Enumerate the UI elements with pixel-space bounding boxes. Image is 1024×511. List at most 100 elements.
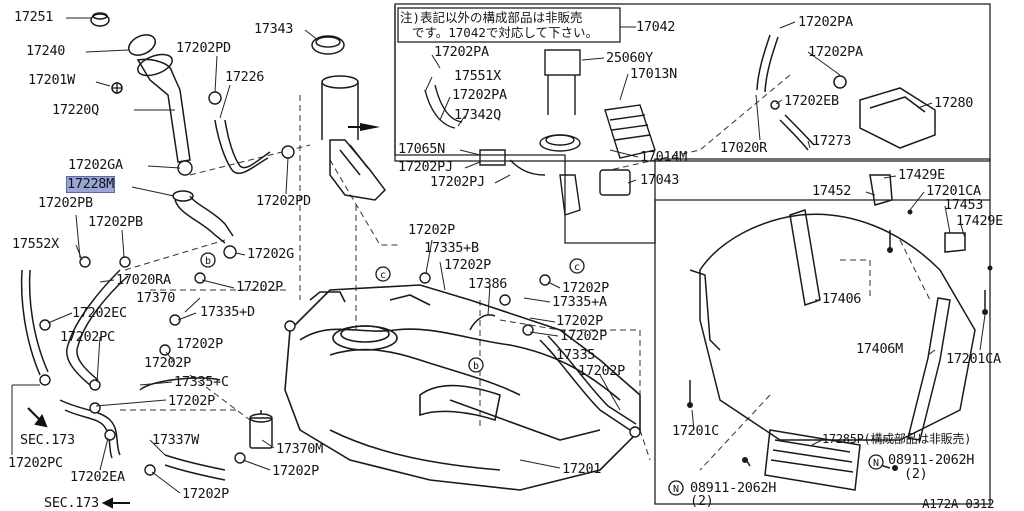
filler-neck-assembly — [90, 12, 191, 163]
label-17220q[interactable]: 17220Q — [52, 102, 99, 118]
label-17065n[interactable]: 17065N — [398, 141, 445, 157]
marker-n-right-text: N — [873, 458, 879, 469]
label-17240[interactable]: 17240 — [26, 43, 66, 59]
label-17042[interactable]: 17042 — [636, 19, 676, 35]
vent-tube-17020ra — [65, 269, 121, 386]
label-17226[interactable]: 17226 — [225, 69, 265, 85]
label-17202pb-left[interactable]: 17202PB — [38, 195, 93, 211]
label-17201c[interactable]: 17201C — [672, 423, 719, 439]
marker-b-left-text: b — [205, 256, 211, 267]
label-17202p-8[interactable]: 17202P — [444, 257, 491, 273]
marker-b-left — [200, 252, 216, 268]
label-25060y[interactable]: 25060Y — [606, 50, 653, 66]
label-17429e-right[interactable]: 17429E — [956, 213, 1003, 229]
label-17453[interactable]: 17453 — [944, 197, 984, 213]
label-17202pc-1[interactable]: 17202PC — [60, 329, 115, 345]
arrow-to-inset — [360, 123, 380, 131]
label-17273[interactable]: 17273 — [812, 133, 852, 149]
label-17335d[interactable]: 17335+D — [200, 304, 255, 320]
breather-hose-17226 — [214, 119, 269, 175]
label-17337w[interactable]: 17337W — [152, 432, 199, 448]
label-17285p[interactable]: 17285P(構成部品は非販売) — [822, 432, 971, 446]
label-17429e-top[interactable]: 17429E — [898, 167, 945, 183]
label-17202p-11[interactable]: 17202P — [560, 328, 607, 344]
label-17228m[interactable]: 17228M — [66, 176, 115, 193]
label-17202p-3[interactable]: 17202P — [144, 355, 191, 371]
label-17335a[interactable]: 17335+A — [552, 294, 607, 310]
label-17202pj-1[interactable]: 17202PJ — [398, 159, 453, 175]
label-17551x[interactable]: 17551X — [454, 68, 501, 84]
fuel-filter-17370m — [249, 410, 273, 449]
label-17343[interactable]: 17343 — [254, 21, 294, 37]
label-17202p-9[interactable]: 17202P — [562, 280, 609, 296]
label-17202p-4[interactable]: 17202P — [168, 393, 215, 409]
label-17202pd-mid[interactable]: 17202PD — [256, 193, 311, 209]
label-17202p-1[interactable]: 17202P — [236, 279, 283, 295]
label-17370[interactable]: 17370 — [136, 290, 176, 306]
label-17201w[interactable]: 17201W — [28, 72, 75, 88]
marker-n-left — [668, 480, 684, 496]
label-17370m[interactable]: 17370M — [276, 441, 323, 457]
label-17452[interactable]: 17452 — [812, 183, 852, 199]
label-17202eb[interactable]: 17202EB — [784, 93, 839, 109]
label-17202pa-1[interactable]: 17202PA — [434, 44, 489, 60]
label-17406m[interactable]: 17406M — [856, 341, 903, 357]
label-17202p-2[interactable]: 17202P — [176, 336, 223, 352]
label-17020r[interactable]: 17020R — [720, 140, 767, 156]
figure-code: A172A 0312 — [922, 496, 995, 511]
filler-hose-17228m — [174, 199, 226, 244]
marker-c-tank — [375, 266, 391, 282]
label-17014m[interactable]: 17014M — [640, 149, 687, 165]
label-17201ca-right[interactable]: 17201CA — [946, 351, 1001, 367]
label-17202p-6[interactable]: 17202P — [182, 486, 229, 502]
canister-bracket — [689, 174, 986, 491]
label-17202pc-2[interactable]: 17202PC — [8, 455, 63, 471]
label-17202pb-right[interactable]: 17202PB — [88, 214, 143, 230]
label-17202ea[interactable]: 17202EA — [70, 469, 125, 485]
label-17251[interactable]: 17251 — [14, 9, 54, 25]
note-box — [397, 7, 621, 43]
label-17202pd-top[interactable]: 17202PD — [176, 40, 231, 56]
label-17202pa-3[interactable]: 17202PA — [798, 14, 853, 30]
hose-clips — [39, 91, 641, 476]
label-sec173-upper[interactable]: SEC.173 — [20, 432, 75, 448]
label-17552x[interactable]: 17552X — [12, 236, 59, 252]
label-qty-left: (2) — [690, 493, 714, 509]
label-17202ga[interactable]: 17202GA — [68, 157, 123, 173]
hoses — [20, 119, 637, 481]
label-17386[interactable]: 17386 — [468, 276, 508, 292]
label-17202ec[interactable]: 17202EC — [72, 305, 127, 321]
label-17406[interactable]: 17406 — [822, 291, 862, 307]
label-17280[interactable]: 17280 — [934, 95, 974, 111]
label-17201[interactable]: 17201 — [562, 461, 602, 477]
label-17020ra[interactable]: 17020RA — [116, 272, 171, 288]
canister-parts — [756, 34, 936, 151]
filler-ring-17240 — [128, 34, 156, 56]
label-08911-left[interactable]: 08911-2062H — [690, 480, 777, 496]
label-17335b[interactable]: 17335+B — [424, 240, 479, 256]
label-17335c[interactable]: 17335+C — [174, 374, 229, 390]
marker-c-right-text: c — [574, 262, 580, 273]
label-17043[interactable]: 17043 — [640, 172, 680, 188]
label-17342q[interactable]: 17342Q — [454, 107, 501, 123]
label-17202p-12[interactable]: 17202P — [578, 363, 625, 379]
label-17202pa-2[interactable]: 17202PA — [452, 87, 507, 103]
marker-b-tank-text: b — [473, 361, 479, 372]
label-17335[interactable]: 17335 — [556, 347, 596, 363]
note-line-1: 注)表記以外の構成部品は非販売 — [400, 10, 583, 25]
circle-marker-letters: b c c b N N — [205, 256, 879, 495]
label-17202p-7[interactable]: 17202P — [408, 222, 455, 238]
label-17202p-10[interactable]: 17202P — [556, 313, 603, 329]
filler-cap-17251 — [90, 13, 110, 27]
label-17202pa-4[interactable]: 17202PA — [808, 44, 863, 60]
label-sec173-lower[interactable]: SEC.173 — [44, 495, 99, 511]
label-17202g[interactable]: 17202G — [247, 246, 294, 262]
label-08911-right[interactable]: 08911-2062H — [888, 452, 975, 468]
label-17202p-5[interactable]: 17202P — [272, 463, 319, 479]
label-qty-right: (2) — [904, 466, 928, 482]
label-17201ca-top[interactable]: 17201CA — [926, 183, 981, 199]
vent-tube-17552x — [20, 269, 41, 376]
label-17013n[interactable]: 17013N — [630, 66, 677, 82]
label-17202pj-2[interactable]: 17202PJ — [430, 174, 485, 190]
